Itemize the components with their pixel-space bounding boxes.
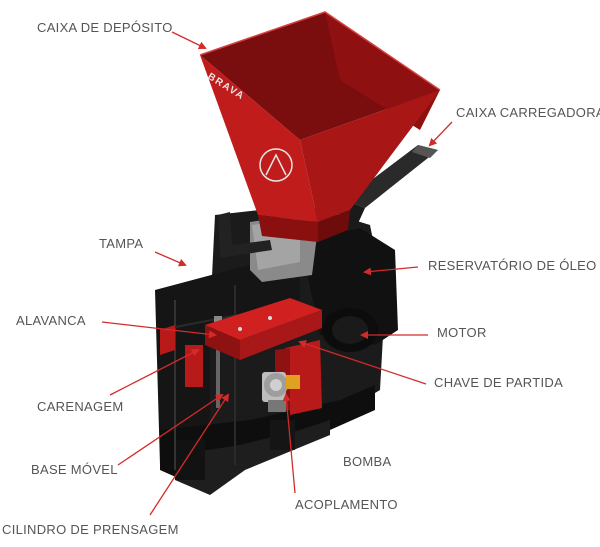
label-caixa-carregadora: CAIXA CARREGADORA [456, 105, 600, 120]
arrow-tampa [154, 251, 187, 267]
label-base-movel: BASE MÓVEL [31, 462, 118, 477]
arrow-chave-partida [298, 340, 427, 385]
coupling-pump [262, 372, 300, 412]
arrow-alavanca [101, 321, 217, 339]
label-acoplamento: ACOPLAMENTO [295, 497, 398, 512]
label-caixa-deposito: CAIXA DE DEPÓSITO [37, 20, 173, 35]
arrow-acoplamento [282, 393, 296, 494]
label-motor: MOTOR [437, 325, 487, 340]
arrow-reservatorio [363, 266, 419, 276]
hopper [199, 11, 441, 242]
label-reservatorio-oleo: RESERVATÓRIO DE ÓLEO [428, 258, 597, 273]
label-chave-partida: CHAVE DE PARTIDA [434, 375, 564, 390]
label-bomba: BOMBA [343, 454, 392, 469]
arrow-carenagem [109, 349, 200, 396]
label-carenagem: CARENAGEM [37, 399, 124, 414]
arrow-cilindro [149, 393, 230, 516]
arrow-base-movel [117, 393, 224, 466]
label-alavanca: ALAVANCA [16, 313, 86, 328]
callout-arrows [101, 31, 453, 516]
arrow-caixa-carregadora [428, 121, 453, 147]
machine-frame [155, 205, 398, 495]
label-cilindro-prensagem: CILINDRO DE PRENSAGEM [2, 522, 179, 537]
label-tampa: TAMPA [99, 236, 144, 251]
arrow-caixa-deposito [171, 31, 207, 49]
